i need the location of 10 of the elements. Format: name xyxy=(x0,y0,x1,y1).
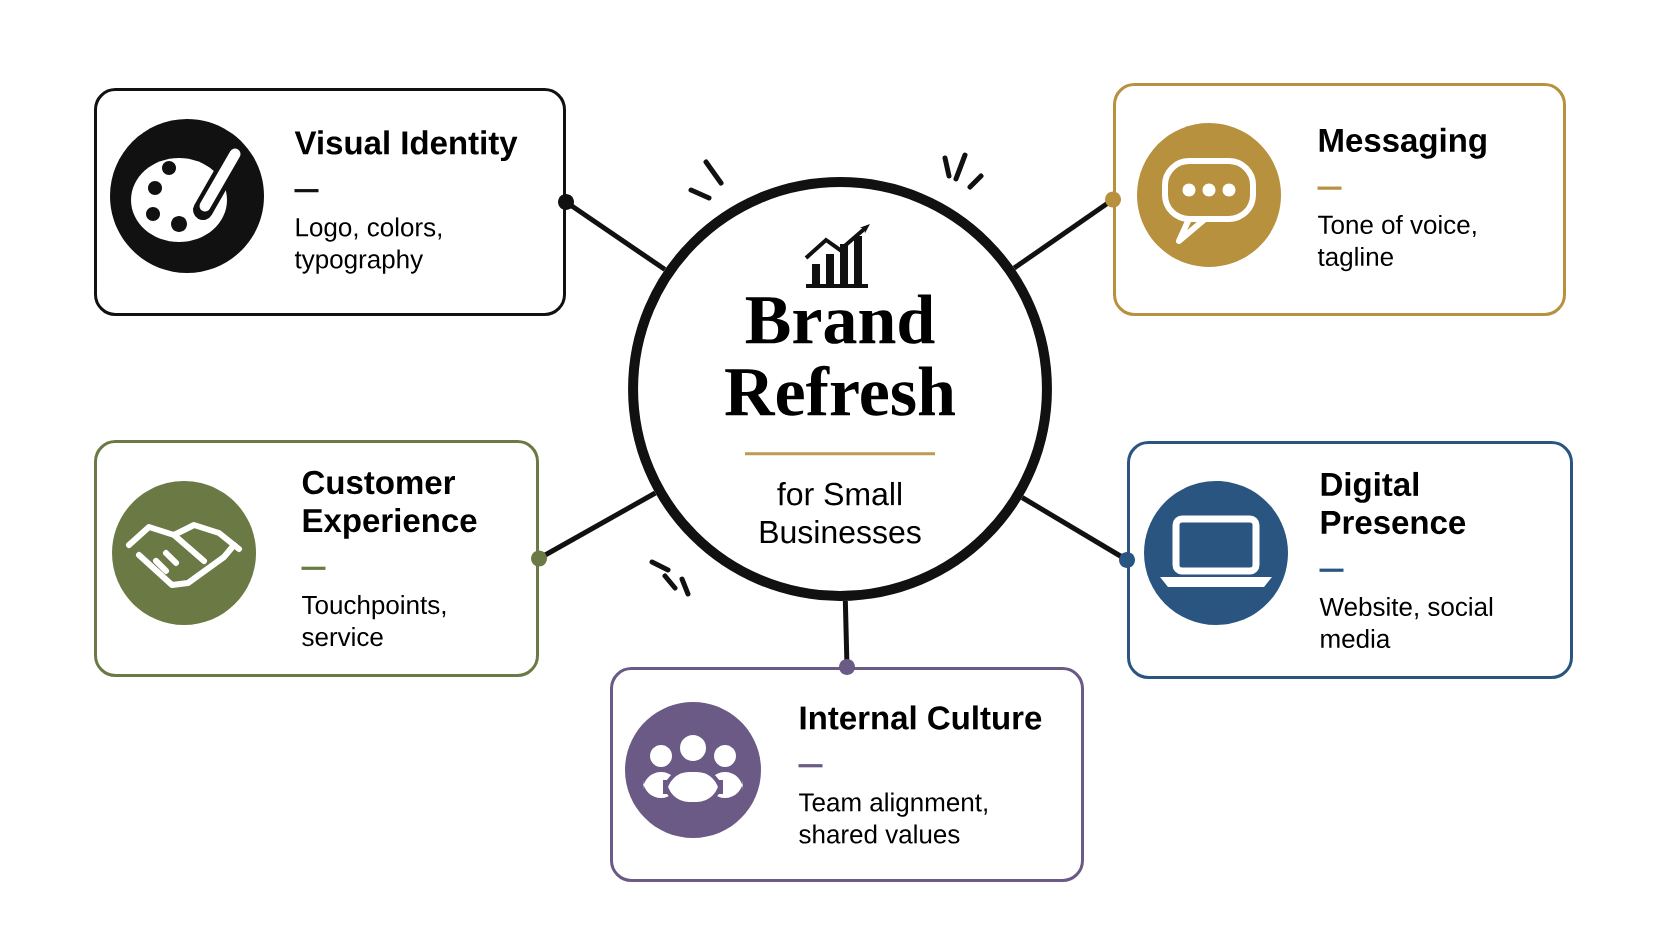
connector-line xyxy=(1020,495,1135,568)
connector-line xyxy=(1012,191,1121,271)
card: Visual Identity Logo, colors, typography xyxy=(94,88,566,316)
connector-line xyxy=(531,490,657,567)
card: Internal Culture Team alignment, shared values xyxy=(610,667,1084,882)
connector-line xyxy=(558,194,667,272)
card: Customer Experience Touchpoints, service xyxy=(94,440,539,677)
card: Messaging Tone of voice, tagline xyxy=(1113,83,1566,316)
card: Digital Presence Website, social media xyxy=(1127,441,1573,679)
connector-line xyxy=(839,600,855,675)
